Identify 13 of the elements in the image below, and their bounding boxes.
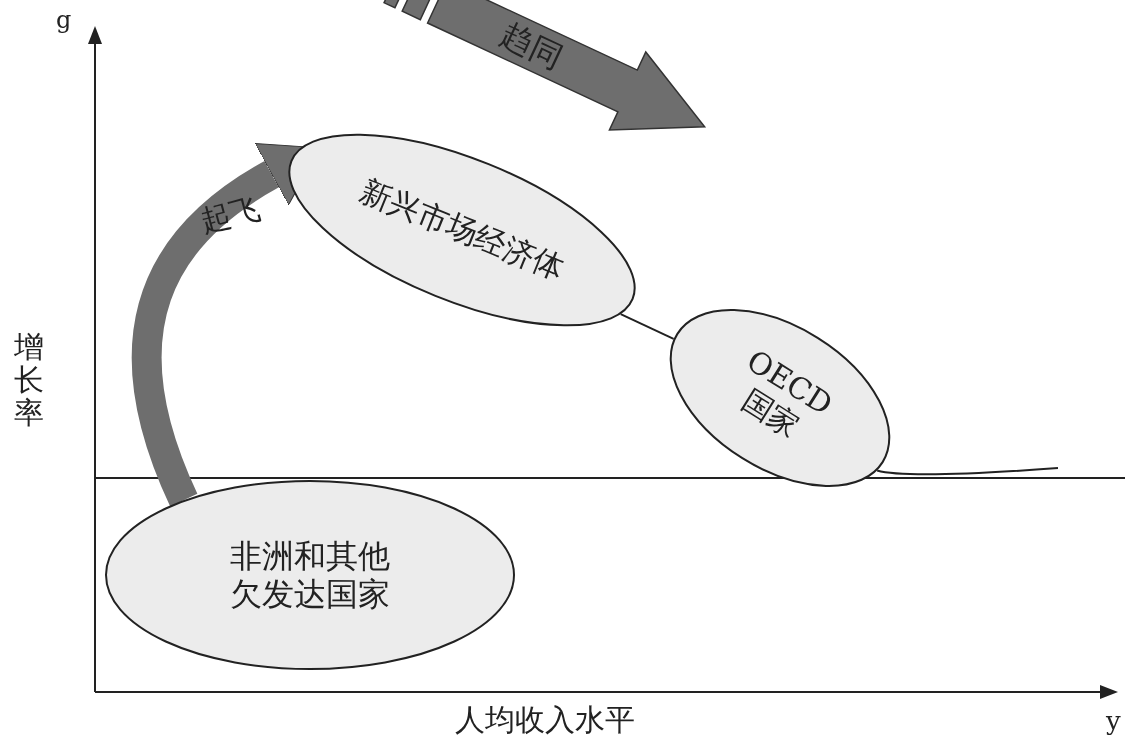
ellipse-node <box>104 479 516 671</box>
ellipse-node <box>668 308 892 488</box>
node-label: 非洲和其他欠发达国家 <box>229 536 391 614</box>
axis-label: 增长率 <box>14 330 44 429</box>
edge-label: 起飞 <box>197 192 263 238</box>
curve-line <box>876 467 1059 476</box>
axis-label: y <box>1106 708 1121 734</box>
arrow-label: 趋同 <box>496 18 568 74</box>
node-label: 新兴市场经济体 <box>353 171 571 289</box>
ellipse-node <box>287 132 637 328</box>
curve-line <box>619 313 675 340</box>
axis-label: 人均收入水平 <box>455 705 635 735</box>
axis-label: g <box>56 8 72 32</box>
